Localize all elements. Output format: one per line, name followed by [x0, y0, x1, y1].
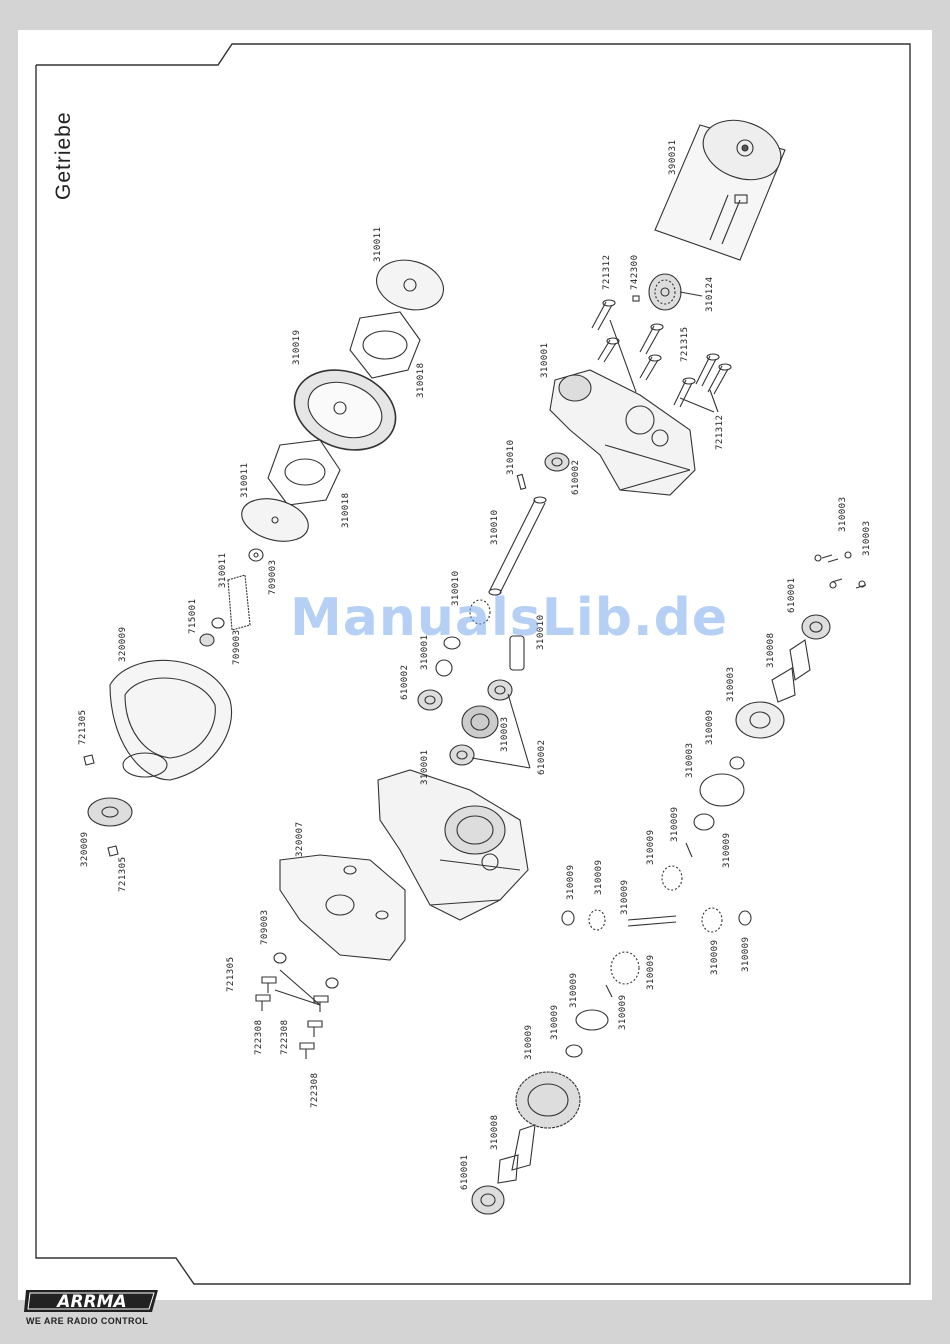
- part-label: 310009: [646, 829, 656, 865]
- part-label: 310009: [524, 1024, 534, 1060]
- part-label: 610002: [400, 664, 410, 700]
- part-label: 310003: [862, 520, 872, 556]
- motor-screws: [591, 299, 732, 413]
- part-label: 721315: [680, 326, 690, 362]
- part-label: 320007: [295, 821, 305, 857]
- part-label: 310001: [540, 342, 550, 378]
- part-label: 310009: [620, 879, 630, 915]
- shaft-part: [488, 496, 547, 596]
- part-label: 310009: [705, 709, 715, 745]
- part-label: 310009: [569, 972, 579, 1008]
- part-label: 310010: [490, 509, 500, 545]
- pinion-gear-part: [648, 273, 703, 311]
- part-label: 310003: [838, 496, 848, 532]
- part-label: 722308: [254, 1019, 264, 1055]
- part-label: 709003: [268, 559, 278, 595]
- motor-part: [654, 119, 786, 261]
- part-label: 310009: [594, 859, 604, 895]
- part-label: 721305: [118, 856, 128, 892]
- part-label: 722308: [280, 1019, 290, 1055]
- part-label: 610001: [787, 577, 797, 613]
- part-label: 310018: [416, 362, 426, 398]
- part-label: 310009: [550, 1004, 560, 1040]
- part-label: 310010: [506, 439, 516, 475]
- motor-mount-part: [549, 369, 696, 496]
- part-label: 721312: [715, 414, 725, 450]
- part-label: 310001: [420, 749, 430, 785]
- gearbox-housing-part: [377, 769, 529, 921]
- part-label: 310124: [705, 276, 715, 312]
- part-label: 610002: [537, 739, 547, 775]
- part-label: 310011: [240, 462, 250, 498]
- part-label: 721305: [226, 956, 236, 992]
- watermark: ManualsLib.de: [290, 588, 729, 648]
- part-label: 709003: [260, 909, 270, 945]
- part-label: 715001: [188, 598, 198, 634]
- part-label: 310008: [490, 1114, 500, 1150]
- part-label: 310011: [373, 226, 383, 262]
- part-label: 310003: [500, 716, 510, 752]
- pin-part: [516, 473, 527, 490]
- brand-slogan: WE ARE RADIO CONTROL: [26, 1316, 149, 1326]
- set-screw: [632, 295, 640, 302]
- gear-cover-part: [83, 659, 233, 857]
- page-frame: [35, 43, 911, 1285]
- part-label: 721312: [602, 254, 612, 290]
- part-label: 310011: [218, 552, 228, 588]
- part-label: 610002: [571, 459, 581, 495]
- part-label: 310009: [741, 936, 751, 972]
- part-label: 721305: [78, 709, 88, 745]
- slipper-clutch-part: [199, 259, 444, 647]
- part-label: 722308: [310, 1072, 320, 1108]
- part-label: 390031: [668, 139, 678, 175]
- part-label: 310009: [566, 864, 576, 900]
- arrma-logo: ARRMA: [24, 1290, 158, 1312]
- part-label: 320009: [118, 626, 128, 662]
- part-label: 310009: [670, 806, 680, 842]
- part-label: 310003: [726, 666, 736, 702]
- part-label: 310019: [292, 329, 302, 365]
- part-label: 310003: [685, 742, 695, 778]
- differential-right: [471, 551, 867, 1215]
- mounting-plate-part: [255, 854, 406, 1059]
- part-label: 310009: [722, 832, 732, 868]
- part-label: 310018: [341, 492, 351, 528]
- part-label: 310008: [766, 632, 776, 668]
- logo-text: ARRMA: [55, 1292, 126, 1312]
- part-label: 610001: [460, 1154, 470, 1190]
- part-label: 310009: [618, 994, 628, 1030]
- center-gears: [417, 599, 531, 769]
- bearing-part: [544, 452, 570, 472]
- part-label: 709003: [232, 629, 242, 665]
- part-label: 310009: [710, 939, 720, 975]
- part-label: 320009: [80, 831, 90, 867]
- part-label: 742300: [630, 254, 640, 290]
- part-label: 310009: [646, 954, 656, 990]
